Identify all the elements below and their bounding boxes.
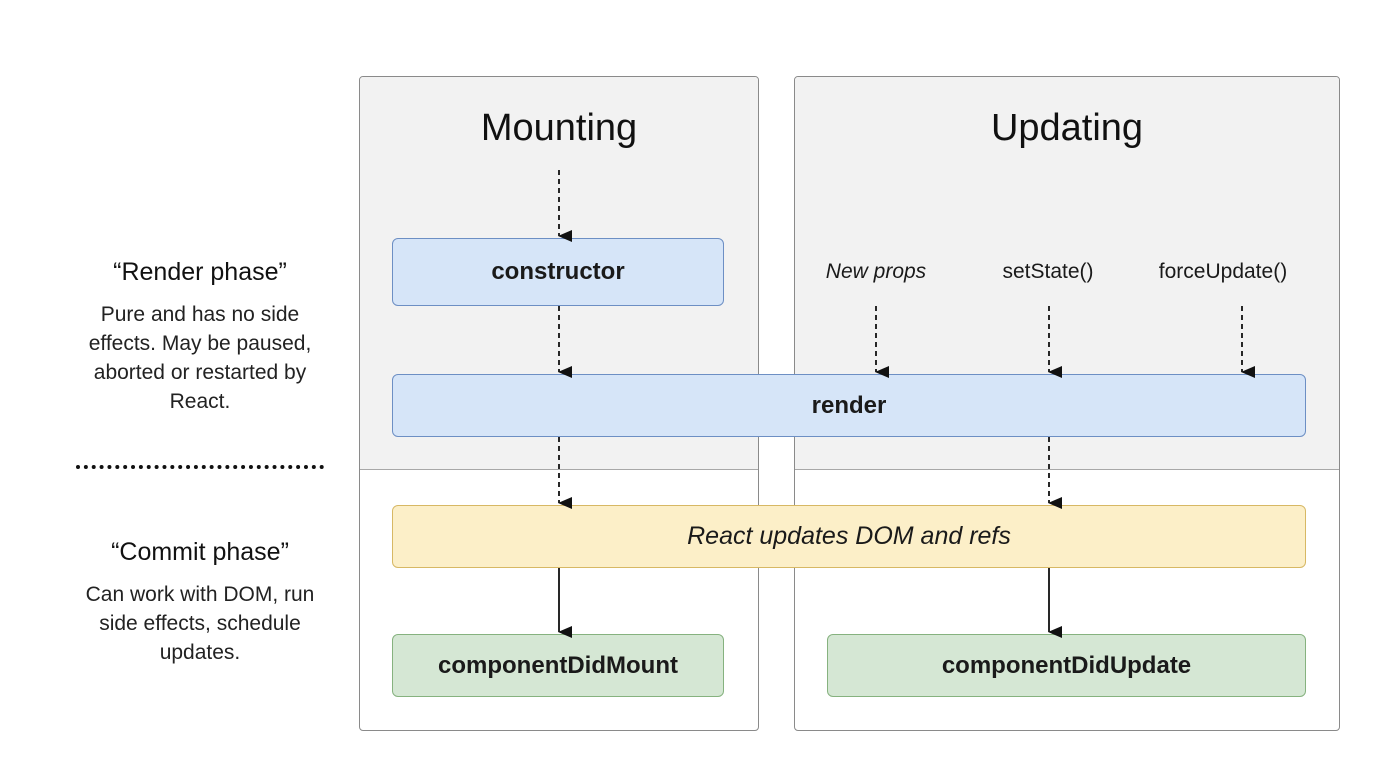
constructor-box: constructor [392,238,724,306]
trigger-new-props: New props [825,260,927,283]
trigger-set-state: setState() [1002,260,1094,283]
updating-title: Updating [990,107,1144,149]
dom-update-box: React updates DOM and refs [392,505,1306,568]
component-did-update-label: componentDidUpdate [941,651,1192,679]
commit-phase-description: Can work with DOM, run side effects, sch… [85,583,315,664]
constructor-label: constructor [491,258,625,285]
component-did-mount-box: componentDidMount [392,634,724,697]
commit-phase-title: “Commit phase” [111,538,289,566]
phase-divider [76,465,324,469]
trigger-force-update: forceUpdate() [1158,260,1288,283]
component-did-mount-label: componentDidMount [438,651,678,679]
render-phase-description: Pure and has no side effects. May be pau… [88,303,312,413]
dom-update-label: React updates DOM and refs [687,522,1011,550]
render-label: render [811,391,887,419]
component-did-update-box: componentDidUpdate [827,634,1306,697]
mounting-title: Mounting [480,107,638,149]
render-box: render [392,374,1306,437]
render-phase-title: “Render phase” [113,258,287,286]
